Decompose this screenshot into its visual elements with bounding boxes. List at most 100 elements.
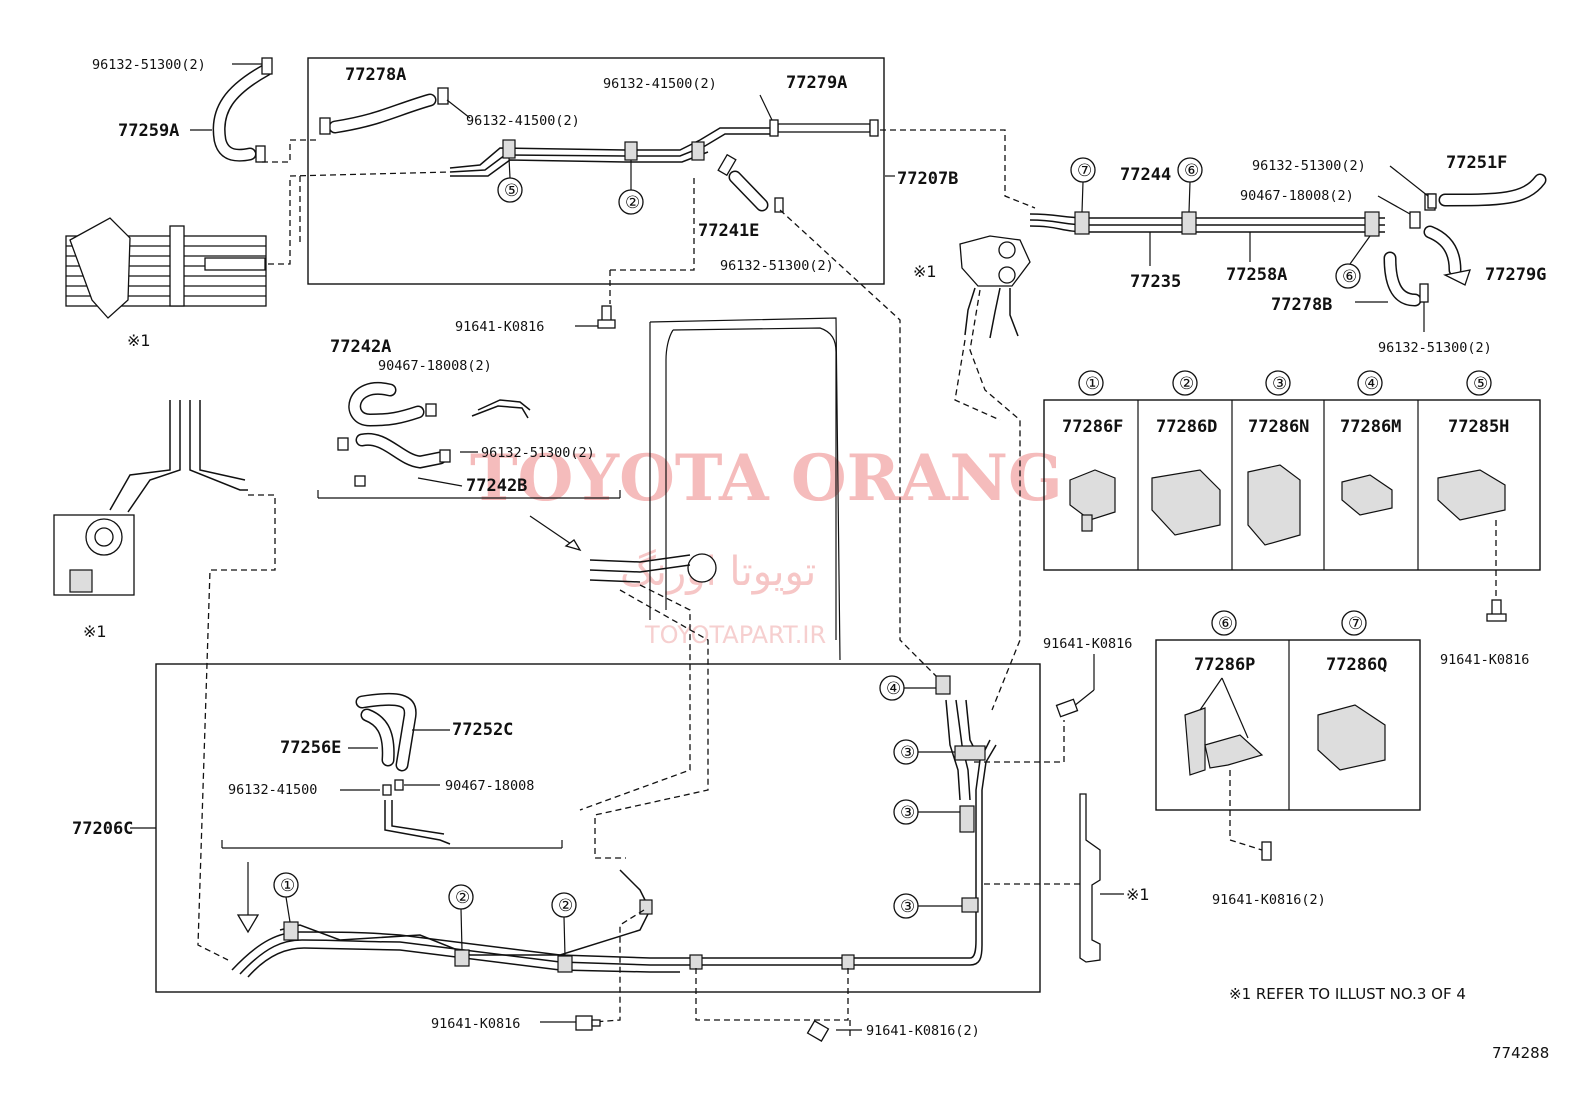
label-96132-51300-tl: 96132-51300(2): [92, 57, 206, 73]
ref-mark-1c: ※1: [83, 622, 107, 641]
label-96132-41500-b: 96132-41500(2): [603, 76, 717, 92]
oil-cooler-component: ※1: [65, 217, 267, 350]
label-96132-41500-low: 96132-41500: [228, 782, 317, 798]
box-77207b: [307, 57, 885, 285]
callout-4: ④: [879, 675, 905, 701]
pipe-77279a: [777, 123, 871, 133]
svg-text:77286Q: 77286Q: [1326, 655, 1387, 675]
svg-text:77286M: 77286M: [1340, 417, 1401, 437]
clamp-col-3: ③ 77286N: [1247, 370, 1309, 546]
svg-text:②: ②: [558, 896, 573, 916]
label-91641-bl: 91641-K0816: [431, 1016, 520, 1032]
svg-text:⑤: ⑤: [1473, 374, 1488, 394]
watermark-site: TOYOTAPART.IR: [644, 621, 826, 649]
label-77207b: 77207B: [897, 169, 958, 189]
label-77278a: 77278A: [345, 65, 406, 85]
label-77235: 77235: [1130, 272, 1181, 292]
label-77241e: 77241E: [698, 221, 759, 241]
svg-text:⑥: ⑥: [1218, 614, 1233, 634]
bolt-91641-r2: 91641-K0816(2): [1212, 770, 1326, 908]
label-96132-51300-rb: 96132-51300(2): [1378, 340, 1492, 356]
svg-text:②: ②: [1179, 374, 1194, 394]
label-77251f: 77251F: [1446, 153, 1507, 173]
callout-2b: ②: [551, 892, 577, 918]
callout-7: ⑦: [1070, 157, 1096, 183]
label-77252c: 77252C: [452, 720, 513, 740]
callout-5: ⑤: [497, 177, 523, 203]
svg-text:①: ①: [1085, 374, 1100, 394]
svg-text:②: ②: [455, 888, 470, 908]
pump-component: ※1: [53, 400, 248, 641]
label-77259a: 77259A: [118, 121, 179, 141]
lower-pipe-assembly: 77206C 77252C 77256E 96132-41500 90467-1…: [72, 663, 1041, 993]
svg-text:⑥: ⑥: [1184, 161, 1199, 181]
ref-mark-1d: ※1: [1126, 885, 1150, 904]
label-96132-51300-c: 96132-51300(2): [481, 445, 595, 461]
svg-text:77286D: 77286D: [1156, 417, 1217, 437]
callout-2: ②: [618, 189, 644, 215]
bolt-91641-bl: 91641-K0816: [431, 1015, 601, 1032]
svg-text:77286P: 77286P: [1194, 655, 1255, 675]
clamp-col-1: ① 77286F: [1062, 370, 1123, 532]
bolt-91641-mid: 91641-K0816: [1043, 636, 1132, 718]
ref-mark-1a: ※1: [127, 331, 151, 350]
label-77278b: 77278B: [1271, 295, 1332, 315]
svg-text:③: ③: [900, 803, 915, 823]
hose-77259a-group: 96132-51300(2) 77259A: [92, 57, 273, 163]
callout-3b: ③: [893, 799, 919, 825]
vehicle-outline: [529, 317, 841, 661]
label-77242b: 77242B: [466, 476, 527, 496]
watermark-arabic: تویوتا اورنگ: [620, 549, 816, 595]
ref-mark-1b: ※1: [913, 262, 937, 281]
svg-text:④: ④: [1364, 374, 1379, 394]
clamp-col-5: ⑤ 77285H: [1437, 370, 1509, 521]
clamp-table-1: ① 77286F ② 77286D ③ 77286N ④ 77286M ⑤ 77…: [1043, 370, 1541, 571]
watermark-main: TOYOTA ORANG: [470, 441, 1063, 516]
diagram-id: 774288: [1492, 1044, 1549, 1062]
label-77258a: 77258A: [1226, 265, 1287, 285]
svg-text:③: ③: [900, 743, 915, 763]
label-96132-51300-r: 96132-51300(2): [1252, 158, 1366, 174]
svg-text:77285H: 77285H: [1448, 417, 1509, 437]
svg-text:③: ③: [1272, 374, 1287, 394]
label-96132-51300-mid: 96132-51300(2): [720, 258, 834, 274]
label-91641-top: 91641-K0816: [455, 319, 544, 335]
bolt-91641-top: 91641-K0816: [455, 305, 616, 335]
clamp-col-6: ⑥ 77286P: [1184, 610, 1264, 776]
bolt-91641-right: 91641-K0816: [1440, 520, 1529, 668]
svg-text:①: ①: [280, 876, 295, 896]
label-77206c: 77206C: [72, 819, 133, 839]
label-91641-mid: 91641-K0816: [1043, 636, 1132, 652]
label-90467-18008-r: 90467-18008(2): [1240, 188, 1354, 204]
callout-1: ①: [273, 872, 299, 898]
label-77244: 77244: [1120, 165, 1171, 185]
svg-text:77286N: 77286N: [1248, 417, 1309, 437]
callout-6a: ⑥: [1177, 157, 1203, 183]
reference-note: ※1 REFER TO ILLUST NO.3 OF 4: [1229, 985, 1466, 1003]
svg-text:⑥: ⑥: [1342, 267, 1357, 287]
label-77256e: 77256E: [280, 738, 341, 758]
svg-text:③: ③: [900, 897, 915, 917]
label-91641-right: 91641-K0816: [1440, 652, 1529, 668]
label-91641-bm: 91641-K0816(2): [866, 1023, 980, 1039]
bolt-91641-bm: 91641-K0816(2): [806, 1020, 980, 1042]
label-90467-18008-a: 90467-18008(2): [378, 358, 492, 374]
label-90467-18008-low: 90467-18008: [445, 778, 534, 794]
label-96132-41500-a: 96132-41500(2): [466, 113, 580, 129]
svg-text:④: ④: [886, 679, 901, 699]
svg-text:77286F: 77286F: [1062, 417, 1123, 437]
callout-6b: ⑥: [1335, 263, 1361, 289]
callout-3a: ③: [893, 739, 919, 765]
right-hose-assembly: ※1 ⑦ ⑥ ⑥ 77244 96132-51300(2) 77251F: [913, 153, 1547, 356]
upper-hose-assembly: 77278A 96132-41500(2) 96132-41500(2) 772…: [307, 57, 958, 285]
clamp-table-2: ⑥ 77286P ⑦ 77286Q: [1155, 610, 1421, 811]
label-77242a: 77242A: [330, 337, 391, 357]
hose-77242-group: 77242A 90467-18008(2) 96132-51300(2) 772…: [317, 337, 621, 499]
callout-2a: ②: [448, 884, 474, 910]
svg-text:⑦: ⑦: [1077, 161, 1092, 181]
svg-text:⑦: ⑦: [1348, 614, 1363, 634]
label-91641-r2: 91641-K0816(2): [1212, 892, 1326, 908]
svg-text:⑤: ⑤: [504, 181, 519, 201]
clamp-col-7: ⑦ 77286Q: [1317, 610, 1387, 771]
